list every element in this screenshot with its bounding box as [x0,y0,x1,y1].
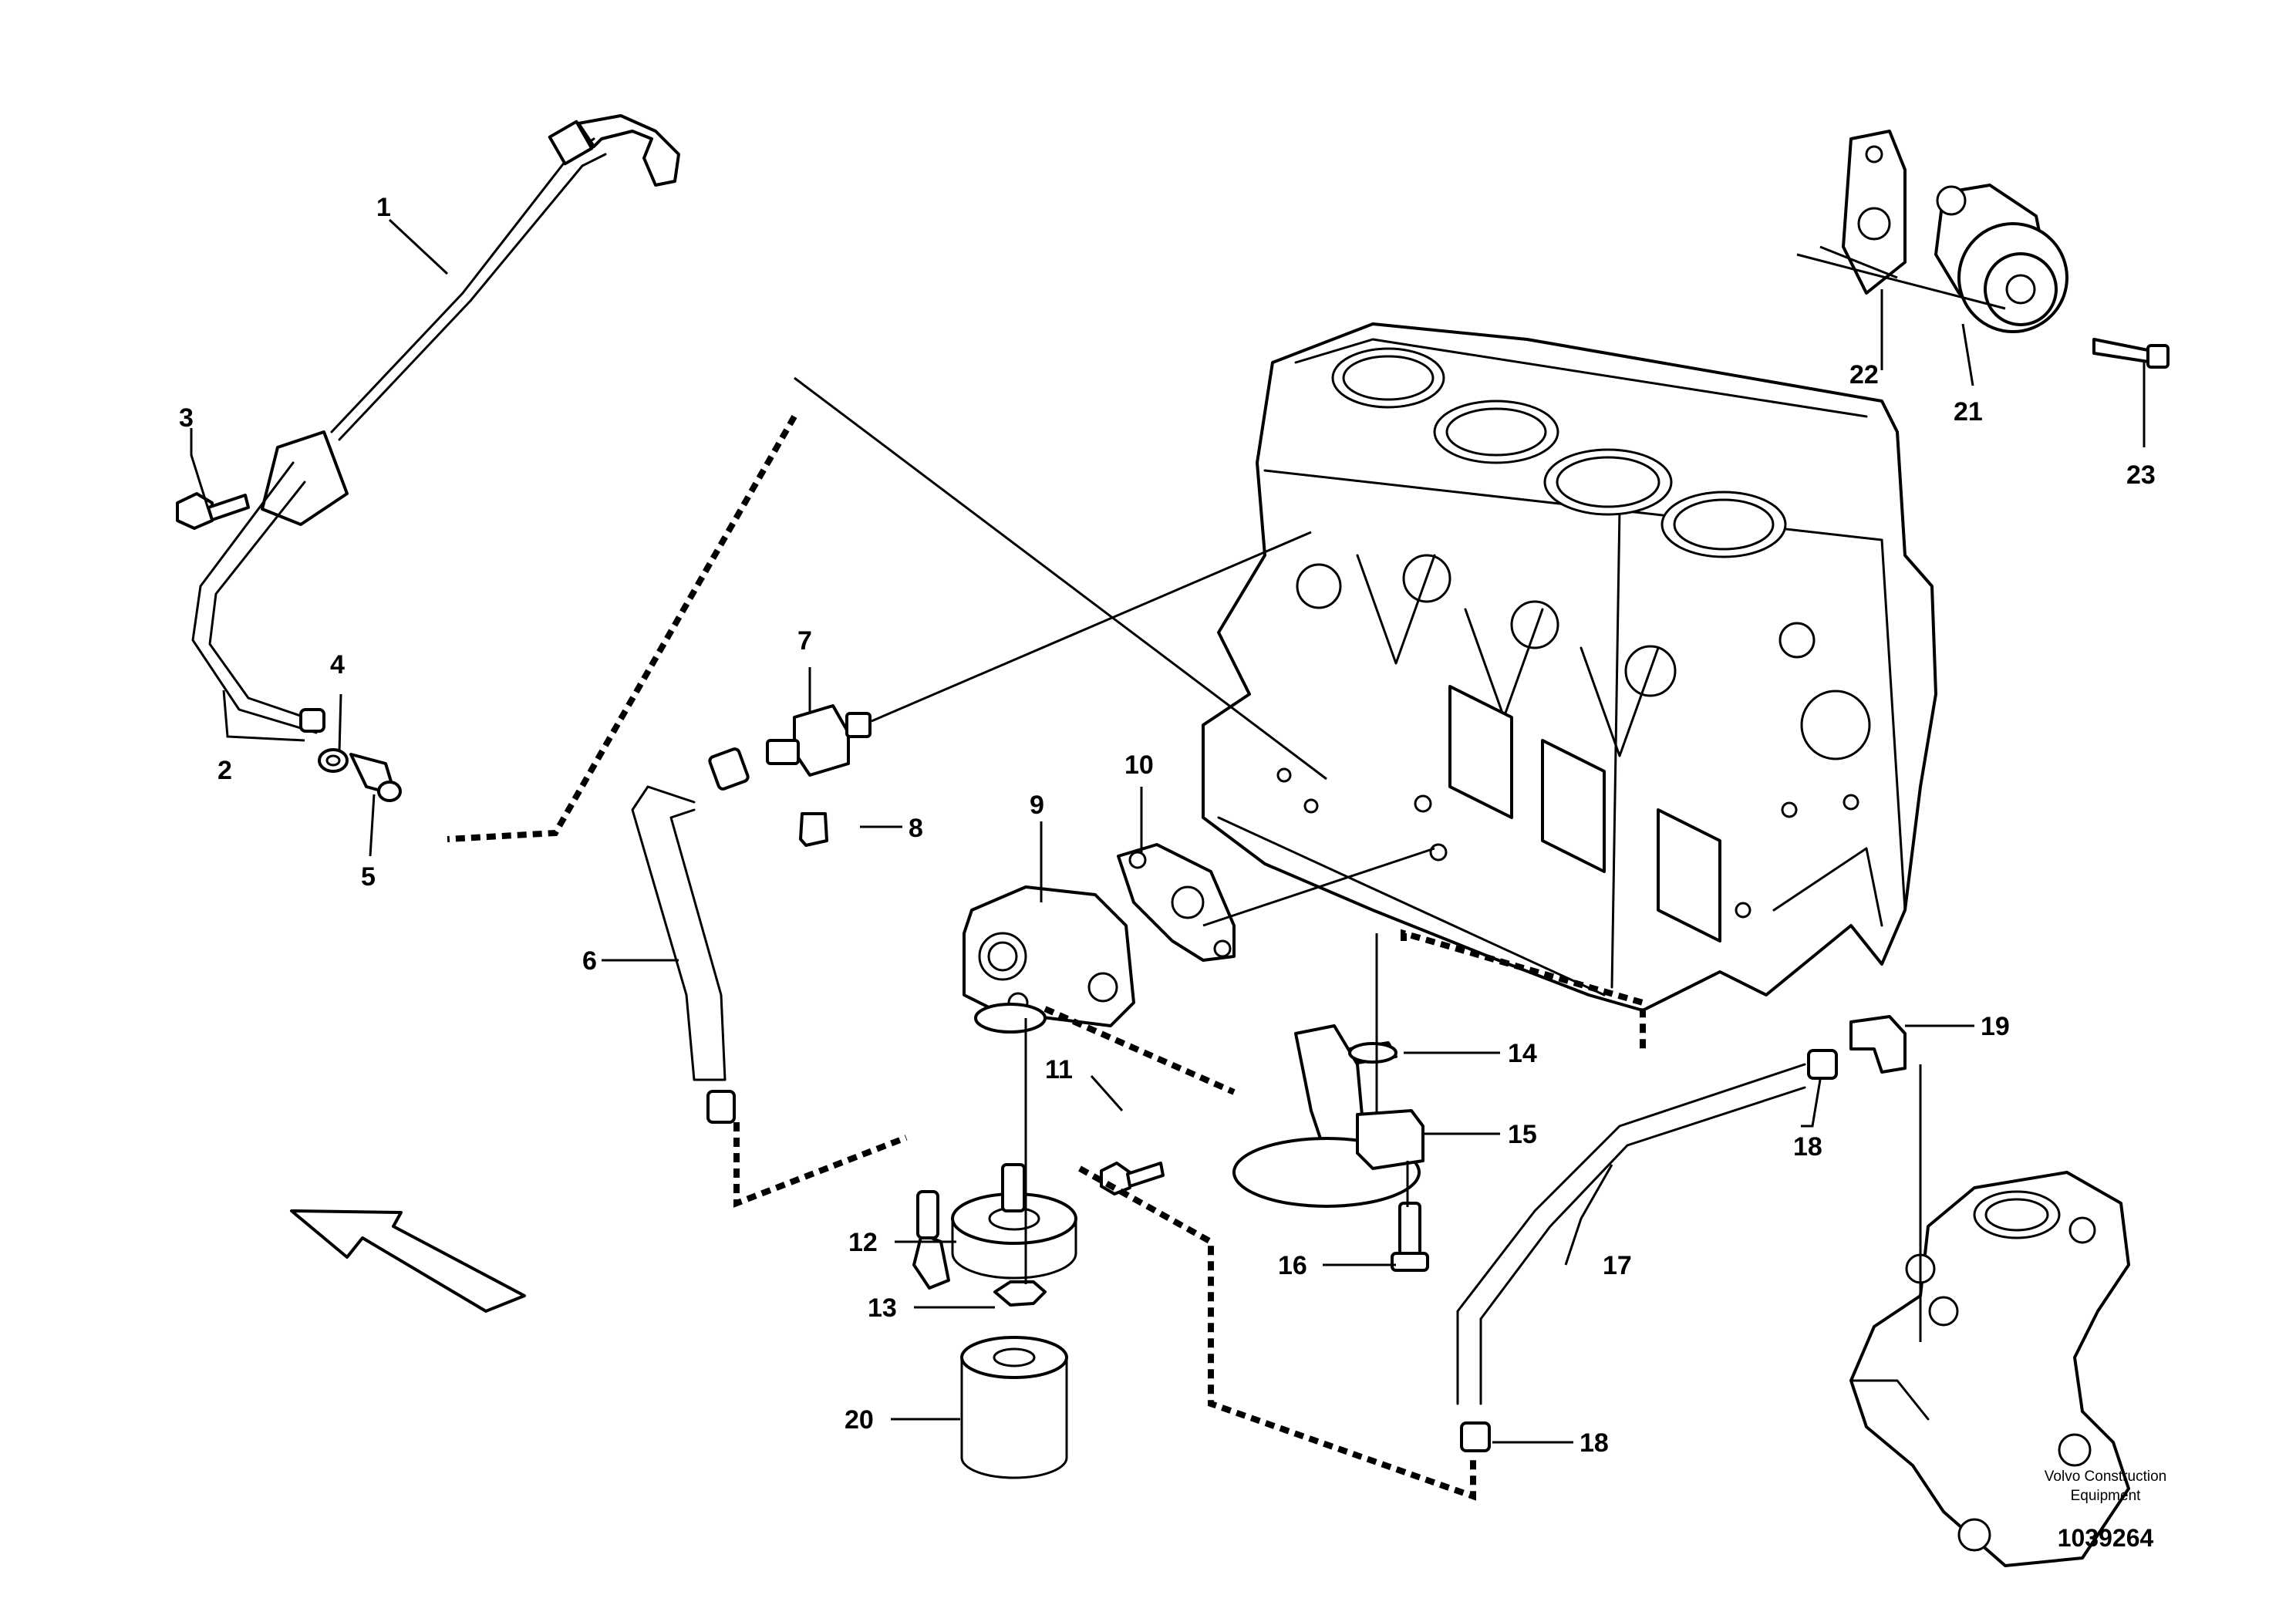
callout-13: 13 [868,1293,897,1323]
callout-5: 5 [361,862,376,892]
dipstick-assembly [191,114,680,734]
plug-8 [799,812,828,847]
document-number: 1039264 [2058,1524,2154,1552]
callout-17: 17 [1603,1251,1632,1280]
callout-4: 4 [330,650,345,679]
elbow-19 [1849,1015,1907,1074]
callout-1: 1 [376,193,391,222]
callout-19: 19 [1981,1012,2010,1041]
callout-23: 23 [2126,460,2156,490]
callout-11: 11 [1045,1055,1073,1084]
hose-17 [1456,1049,1838,1452]
credit-block: Volvo Construction Equipment 1039264 [2045,1469,2166,1552]
callout-18-lower: 18 [1580,1428,1609,1458]
callout-21: 21 [1954,397,1983,427]
sensor-7 [766,704,872,777]
washer-4 [318,748,349,773]
callout-6: 6 [582,946,597,976]
strainer-14-15-16 [1232,1024,1429,1272]
gasket-10 [1117,843,1236,962]
callout-12: 12 [848,1228,878,1257]
callout-3: 3 [179,403,194,433]
water-pump-housing [1849,1171,2130,1567]
callout-18-upper: 18 [1793,1132,1822,1162]
callout-15: 15 [1508,1120,1537,1149]
callout-8: 8 [909,814,923,843]
leader-lines [190,218,2146,1444]
bolt-23 [2092,338,2170,369]
callout-10: 10 [1124,750,1154,780]
hose-6 [631,747,750,1124]
front-direction-arrow [290,1209,526,1313]
nut-13 [993,1280,1047,1307]
callout-labels: 1 2 3 4 5 6 7 8 9 10 11 12 13 14 15 16 1… [179,193,2156,1458]
callout-16: 16 [1278,1251,1307,1280]
oil-filter-20 [960,1336,1068,1479]
connection-lines [447,245,2006,1501]
cylinder-block [1202,322,1937,1012]
bolt-11 [1100,1162,1165,1195]
bolt-3 [176,492,250,530]
callout-2: 2 [217,756,232,785]
filter-head-9 [963,885,1135,1034]
oil-pump-21 [1934,184,2068,333]
fitting-5 [349,753,402,802]
callout-20: 20 [845,1405,874,1435]
credit-line-1: Volvo Construction [2045,1469,2166,1485]
gasket-22 [1842,130,1907,295]
callout-7: 7 [797,626,812,656]
callout-9: 9 [1030,791,1044,820]
callout-14: 14 [1508,1039,1537,1068]
callout-22: 22 [1849,360,1879,389]
credit-line-2: Equipment [2071,1488,2142,1504]
oil-cooler-12 [912,1163,1077,1290]
